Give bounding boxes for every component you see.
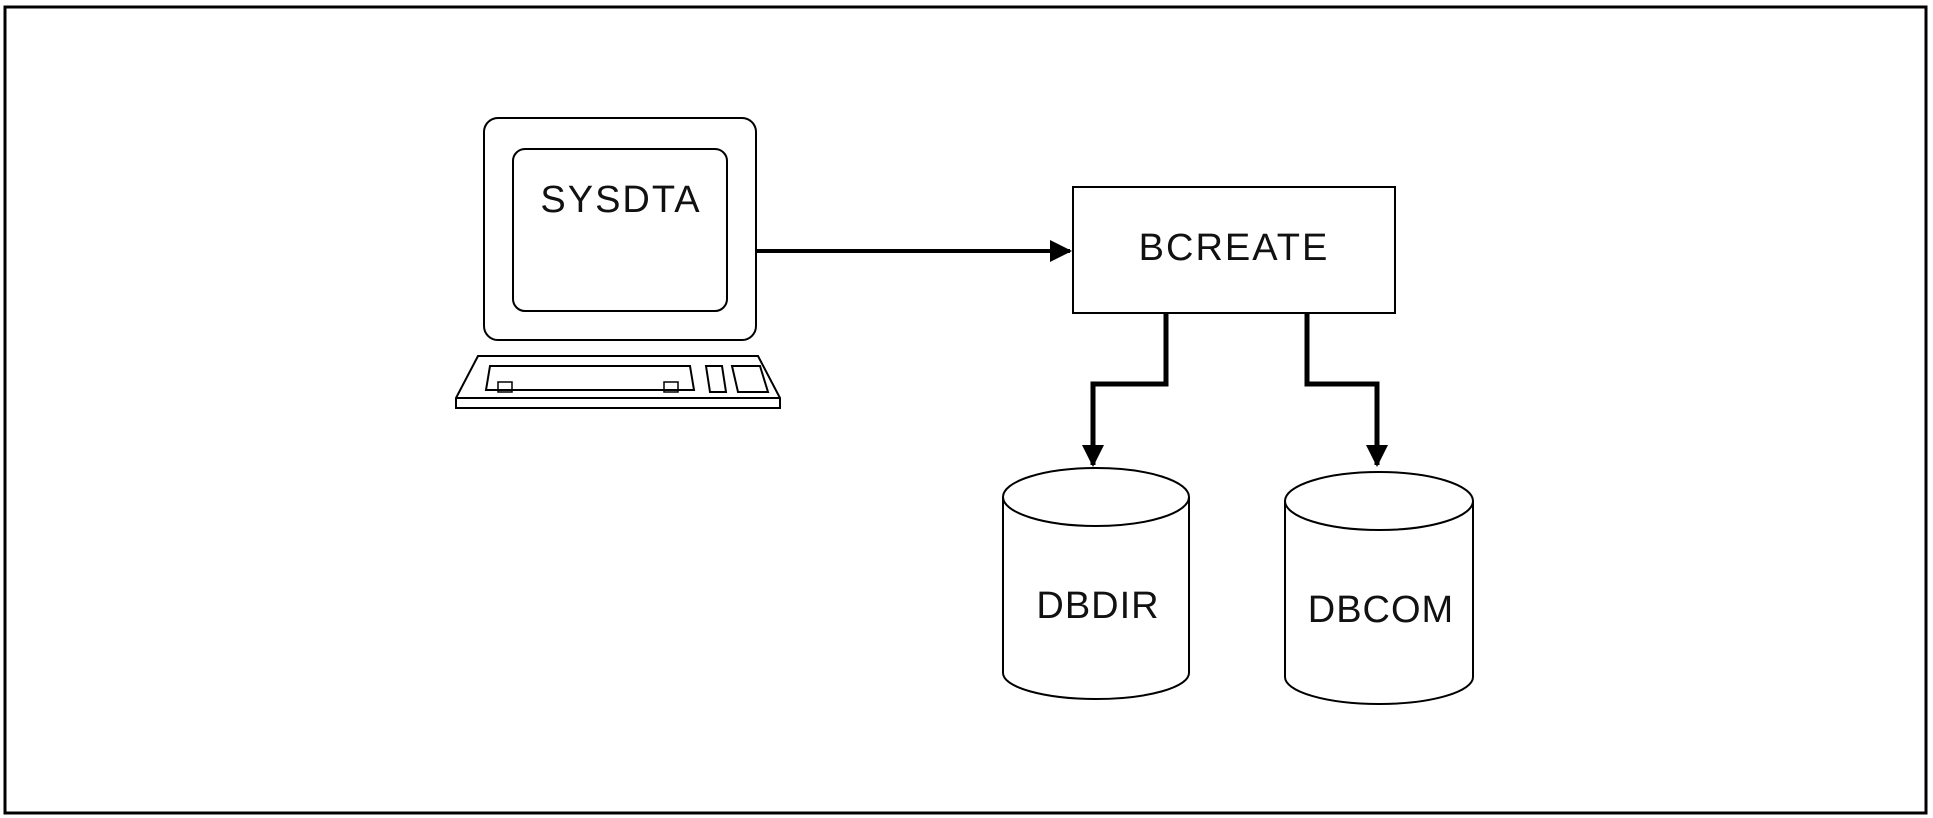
dbcom-label: DBCOM xyxy=(1308,589,1454,631)
bcreate-process-box: BCREATE xyxy=(1072,186,1396,314)
database-cylinder-icon: DBDIR xyxy=(1002,467,1190,700)
keyboard-icon xyxy=(455,355,781,409)
terminal-label: SYSDTA xyxy=(540,179,701,221)
monitor-screen xyxy=(512,148,728,312)
process-label: BCREATE xyxy=(1139,227,1330,269)
arrow-bcreate-to-dbcom xyxy=(1304,313,1388,467)
diagram-frame xyxy=(3,5,1928,815)
database-cylinder-icon: DBCOM xyxy=(1284,471,1474,705)
monitor-outer xyxy=(483,117,757,341)
arrow-bcreate-to-dbdir xyxy=(1082,313,1169,467)
dbdir-label: DBDIR xyxy=(1036,585,1159,627)
computer-terminal-icon: SYSDTA xyxy=(455,117,781,409)
